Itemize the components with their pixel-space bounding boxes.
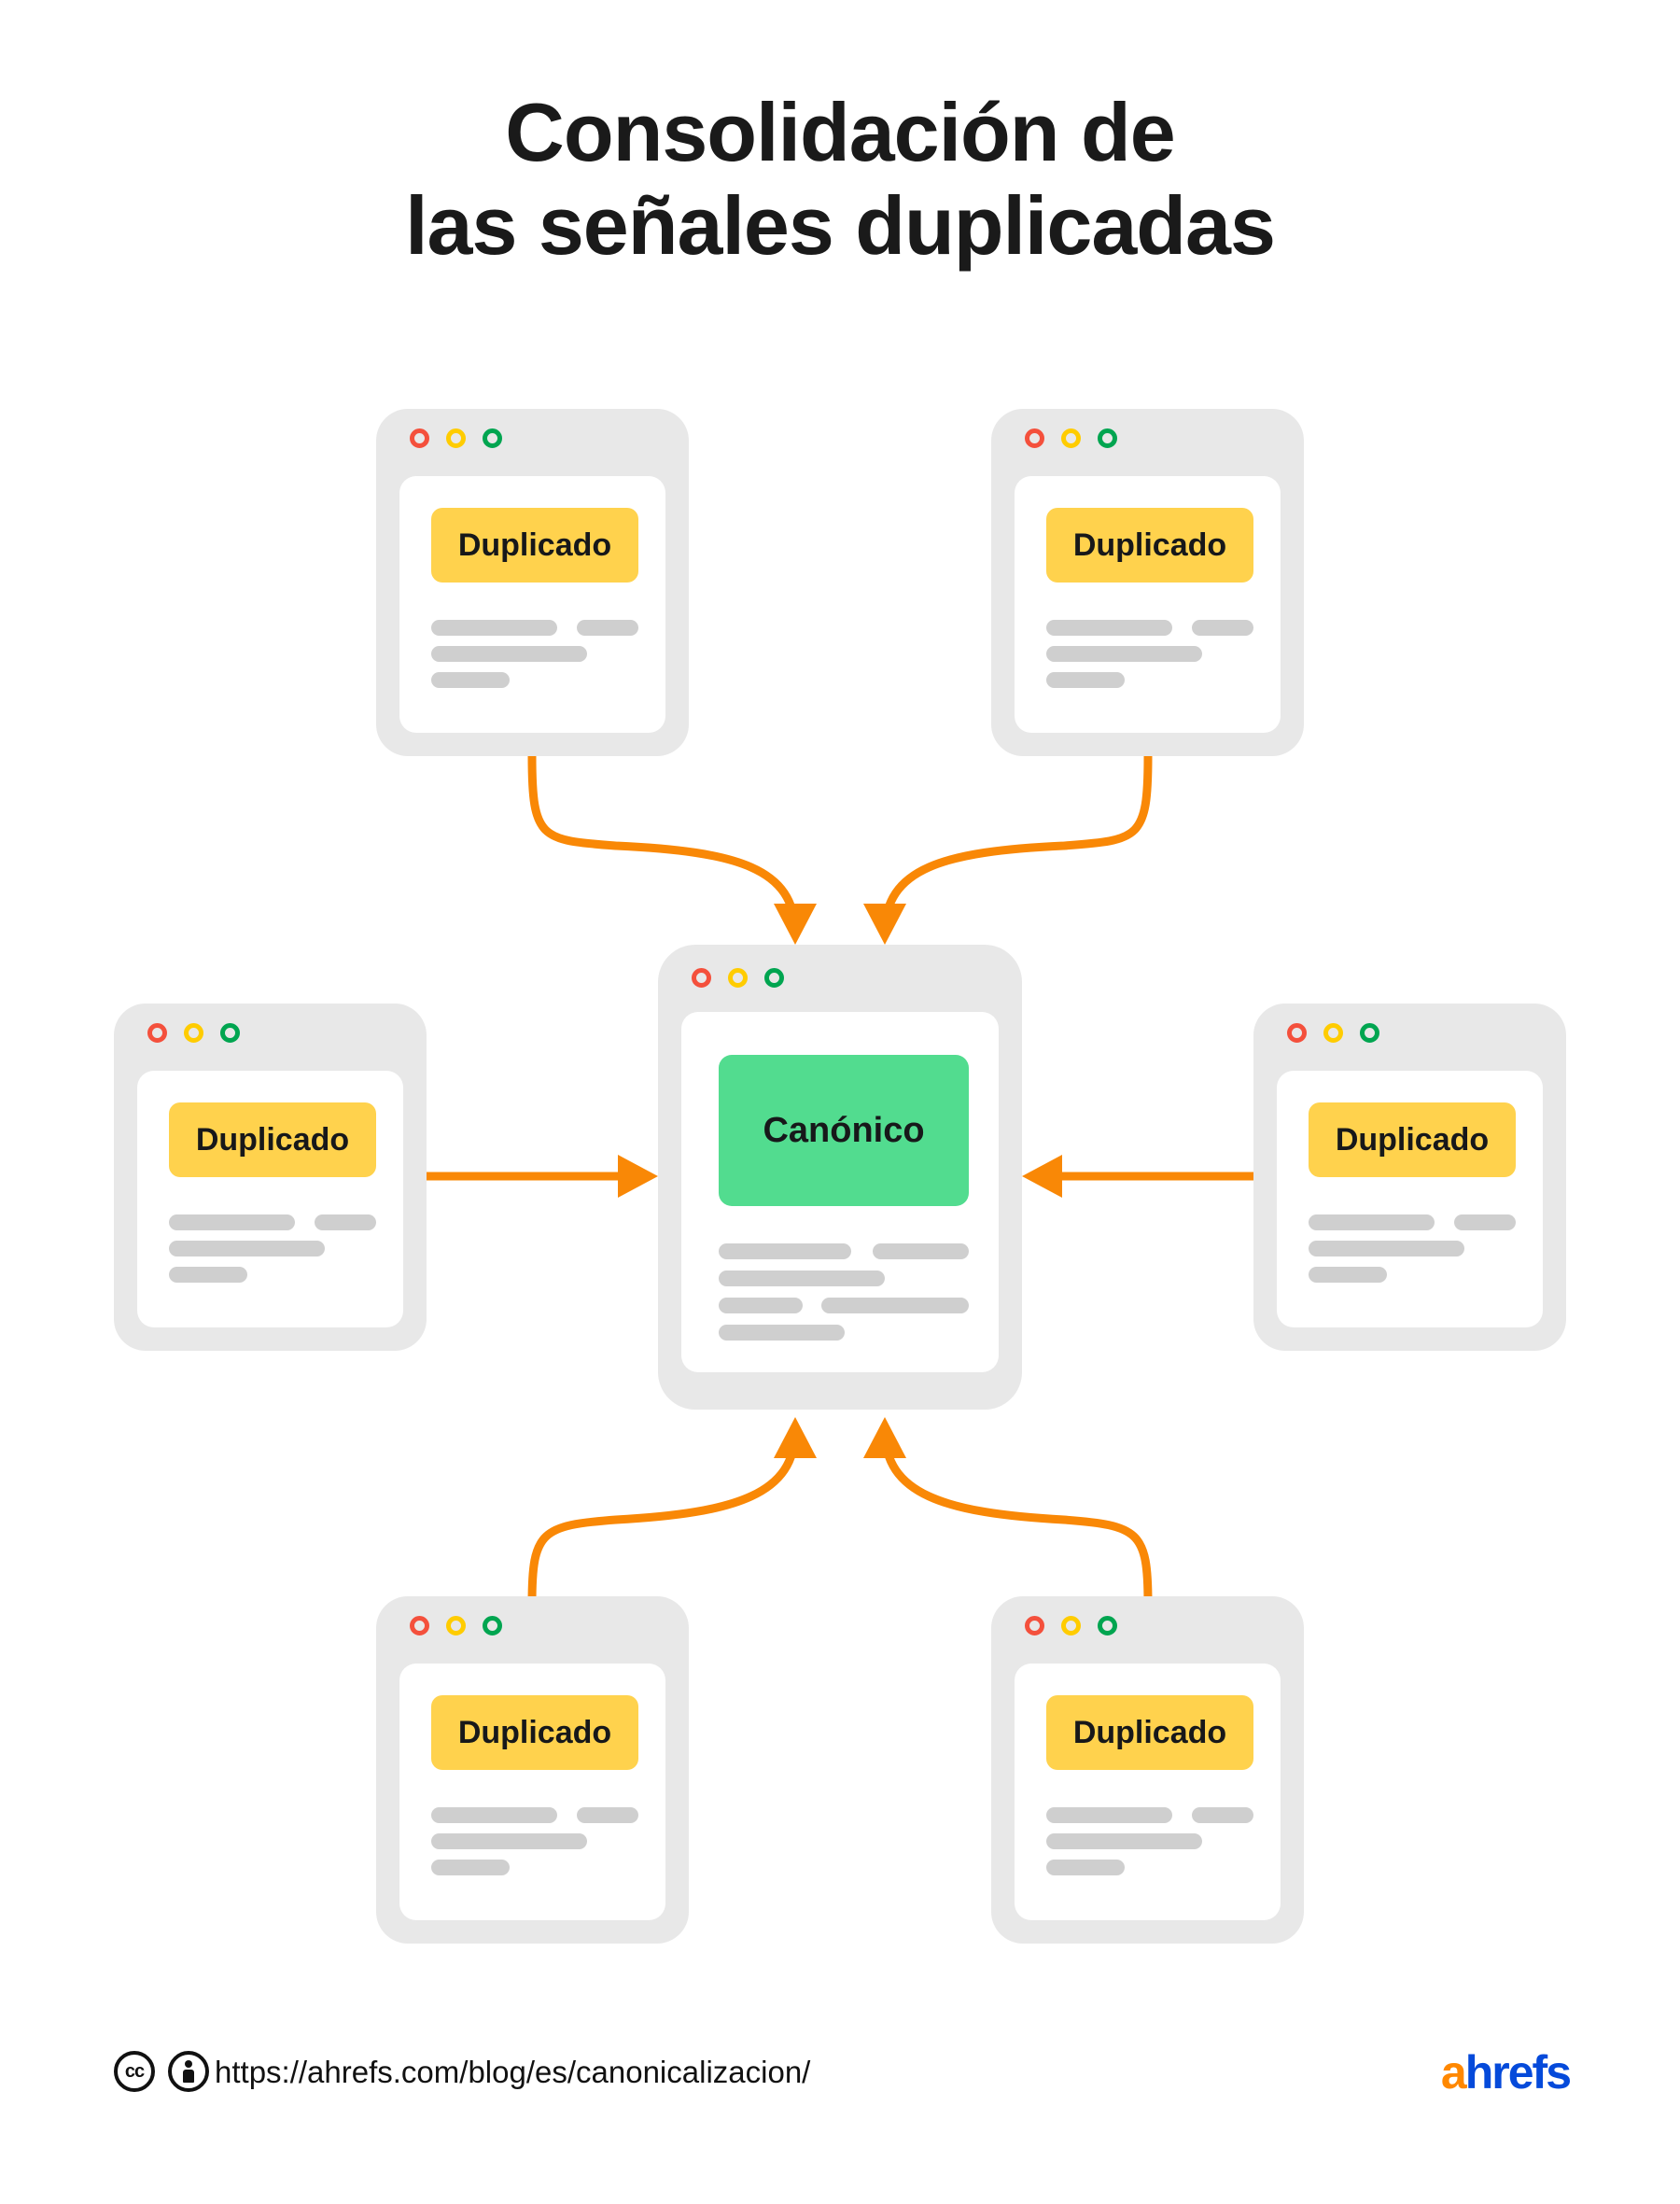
placeholder-line [431, 620, 557, 636]
placeholder-line [1046, 1833, 1202, 1849]
card-duplicate-bottom-left[interactable]: Duplicado [376, 1596, 689, 1944]
card-duplicate-left[interactable]: Duplicado [114, 1004, 427, 1351]
close-dot[interactable] [147, 1022, 167, 1043]
placeholder-line [873, 1243, 969, 1259]
creative-commons-icon: cc [114, 2051, 155, 2092]
arrow-top-left-to-center [527, 751, 817, 945]
duplicate-badge: Duplicado [169, 1102, 376, 1177]
window-chrome [991, 1596, 1304, 1654]
placeholder-line [1046, 1807, 1172, 1823]
canonical-badge: Canónico [719, 1055, 969, 1206]
arrow-bottom-left-to-center [527, 1417, 817, 1608]
duplicate-badge: Duplicado [1046, 508, 1253, 583]
placeholder-line [1192, 620, 1253, 636]
card-canonical-center[interactable]: Canónico [658, 945, 1022, 1410]
window-chrome [658, 945, 1022, 1010]
placeholder-line [431, 1860, 510, 1875]
placeholder-line [577, 1807, 638, 1823]
maximize-dot[interactable] [1098, 428, 1117, 448]
card-body: Duplicado [1015, 476, 1281, 733]
placeholder-line [1309, 1267, 1387, 1283]
placeholder-line [719, 1270, 885, 1286]
placeholder-line [169, 1267, 247, 1283]
license-badges: cc [114, 2051, 209, 2092]
placeholder-line [821, 1298, 969, 1313]
placeholder-line [1046, 1860, 1125, 1875]
maximize-dot[interactable] [764, 967, 784, 988]
window-chrome [376, 409, 689, 467]
arrow-bottom-right-to-center [863, 1417, 1153, 1608]
placeholder-line [315, 1214, 376, 1230]
maximize-dot[interactable] [1360, 1022, 1379, 1043]
duplicate-badge: Duplicado [1046, 1695, 1253, 1770]
card-duplicate-right[interactable]: Duplicado [1253, 1004, 1566, 1351]
minimize-dot[interactable] [184, 1022, 203, 1043]
minimize-dot[interactable] [446, 428, 466, 448]
placeholder-line [1192, 1807, 1253, 1823]
placeholder-line [431, 646, 587, 662]
minimize-dot[interactable] [728, 967, 748, 988]
card-body: Canónico [681, 1012, 999, 1372]
placeholder-line [719, 1298, 803, 1313]
placeholder-line [719, 1325, 845, 1341]
placeholder-line [1309, 1214, 1435, 1230]
logo-letter-a: a [1440, 2046, 1467, 2099]
logo-letters-hrefs: hrefs [1464, 2046, 1572, 2099]
close-dot[interactable] [692, 967, 711, 988]
placeholder-line [1046, 646, 1202, 662]
duplicate-badge: Duplicado [431, 1695, 638, 1770]
person-glyph [183, 2060, 194, 2083]
card-body: Duplicado [399, 476, 665, 733]
arrow-right-to-center [1022, 1155, 1258, 1198]
arrow-left-to-center [422, 1155, 658, 1198]
close-dot[interactable] [1025, 428, 1044, 448]
maximize-dot[interactable] [220, 1022, 240, 1043]
arrow-top-right-to-center [863, 751, 1153, 945]
placeholder-line [169, 1241, 325, 1256]
minimize-dot[interactable] [1061, 1615, 1081, 1635]
attribution-by-icon [168, 2051, 209, 2092]
card-duplicate-top-right[interactable]: Duplicado [991, 409, 1304, 756]
footer: cc https://ahrefs.com/blog/es/canonicali… [0, 2040, 1680, 2142]
window-chrome [114, 1004, 427, 1061]
window-chrome [991, 409, 1304, 467]
minimize-dot[interactable] [446, 1615, 466, 1635]
card-body: Duplicado [1277, 1071, 1543, 1327]
card-duplicate-bottom-right[interactable]: Duplicado [991, 1596, 1304, 1944]
card-body: Duplicado [137, 1071, 403, 1327]
page-title: Consolidación de las señales duplicadas [405, 86, 1276, 273]
maximize-dot[interactable] [1098, 1615, 1117, 1635]
placeholder-line [431, 1807, 557, 1823]
placeholder-line [169, 1214, 295, 1230]
duplicate-badge: Duplicado [431, 508, 638, 583]
window-chrome [376, 1596, 689, 1654]
minimize-dot[interactable] [1061, 428, 1081, 448]
placeholder-line [1046, 620, 1172, 636]
minimize-dot[interactable] [1323, 1022, 1343, 1043]
maximize-dot[interactable] [483, 428, 502, 448]
placeholder-line [1309, 1241, 1464, 1256]
card-duplicate-top-left[interactable]: Duplicado [376, 409, 689, 756]
duplicate-badge: Duplicado [1309, 1102, 1516, 1177]
card-body: Duplicado [1015, 1664, 1281, 1920]
placeholder-line [1454, 1214, 1516, 1230]
close-dot[interactable] [410, 1615, 429, 1635]
window-chrome [1253, 1004, 1566, 1061]
placeholder-line [431, 672, 510, 688]
ahrefs-logo[interactable]: ahrefs [1440, 2046, 1572, 2099]
maximize-dot[interactable] [483, 1615, 502, 1635]
close-dot[interactable] [1287, 1022, 1307, 1043]
card-body: Duplicado [399, 1664, 665, 1920]
source-url[interactable]: https://ahrefs.com/blog/es/canonicalizac… [215, 2055, 811, 2089]
close-dot[interactable] [1025, 1615, 1044, 1635]
placeholder-line [1046, 672, 1125, 688]
placeholder-line [431, 1833, 587, 1849]
placeholder-line [719, 1243, 851, 1259]
placeholder-line [577, 620, 638, 636]
close-dot[interactable] [410, 428, 429, 448]
